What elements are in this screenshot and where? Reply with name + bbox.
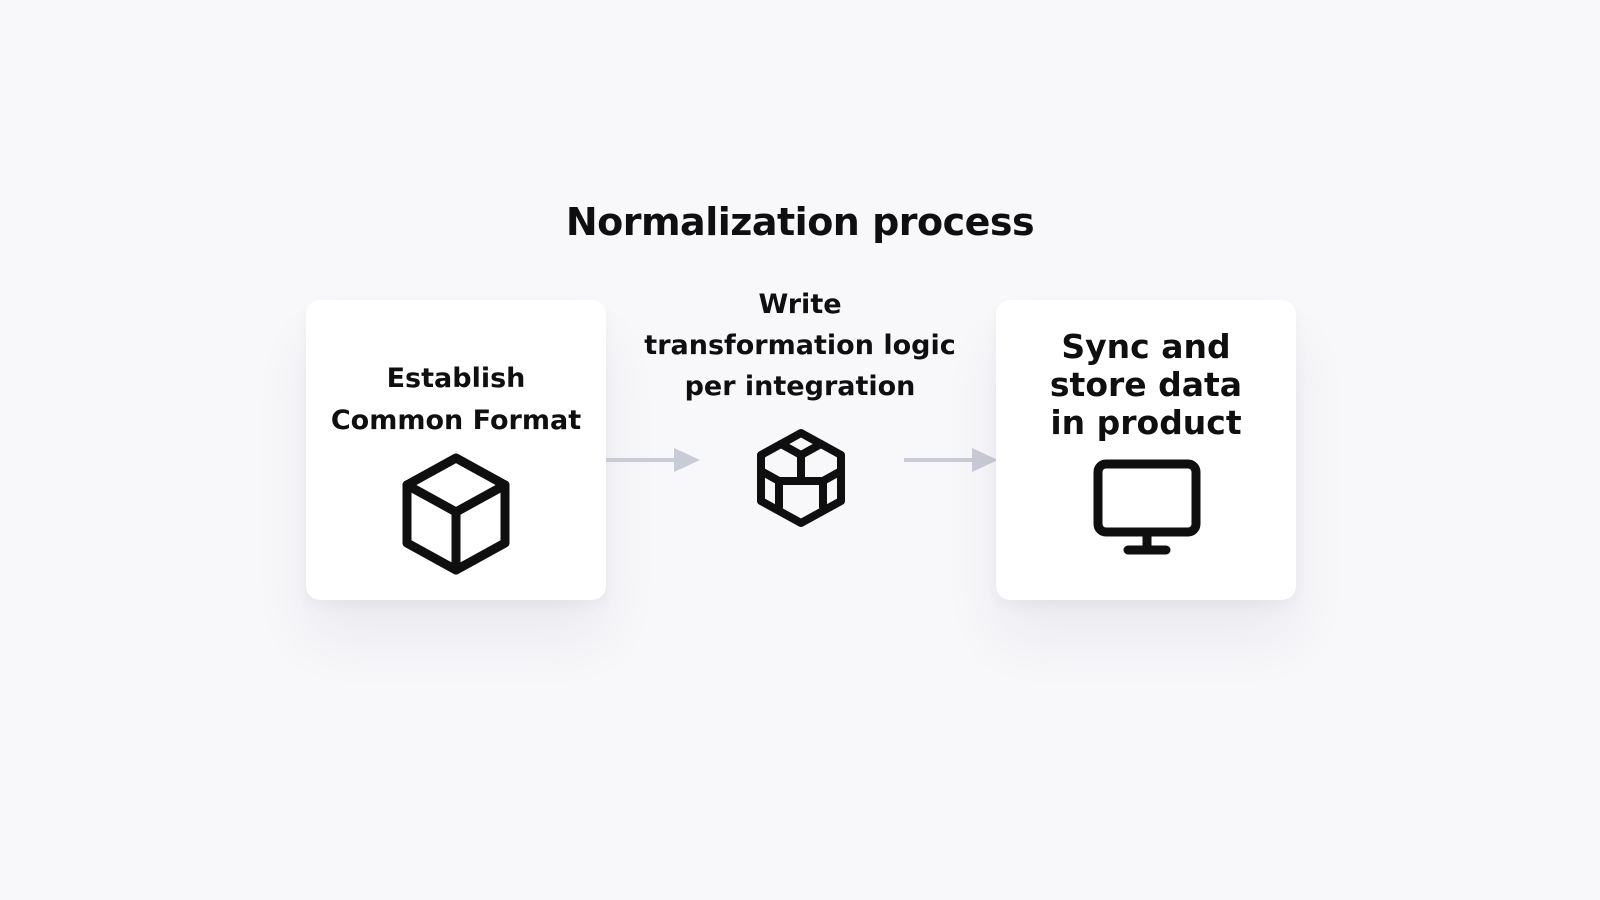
arrow-right-icon (606, 448, 700, 472)
step-card-establish-common-format: Establish Common Format (306, 300, 606, 600)
step-card-sync-and-store-data: Sync and store data in product (996, 300, 1296, 600)
step-label-sync-and-store-data: Sync and store data in product (1049, 327, 1243, 442)
arrow-right-icon (904, 448, 998, 472)
diagram-title: Normalization process (565, 200, 1035, 244)
step-label-establish-common-format: Establish Common Format (330, 363, 582, 436)
step-label-write-transformation-logic: Write transformation logic per integrati… (644, 289, 956, 402)
codesandbox-icon (757, 429, 845, 527)
cube-icon (402, 453, 510, 575)
monitor-icon (1093, 459, 1201, 555)
